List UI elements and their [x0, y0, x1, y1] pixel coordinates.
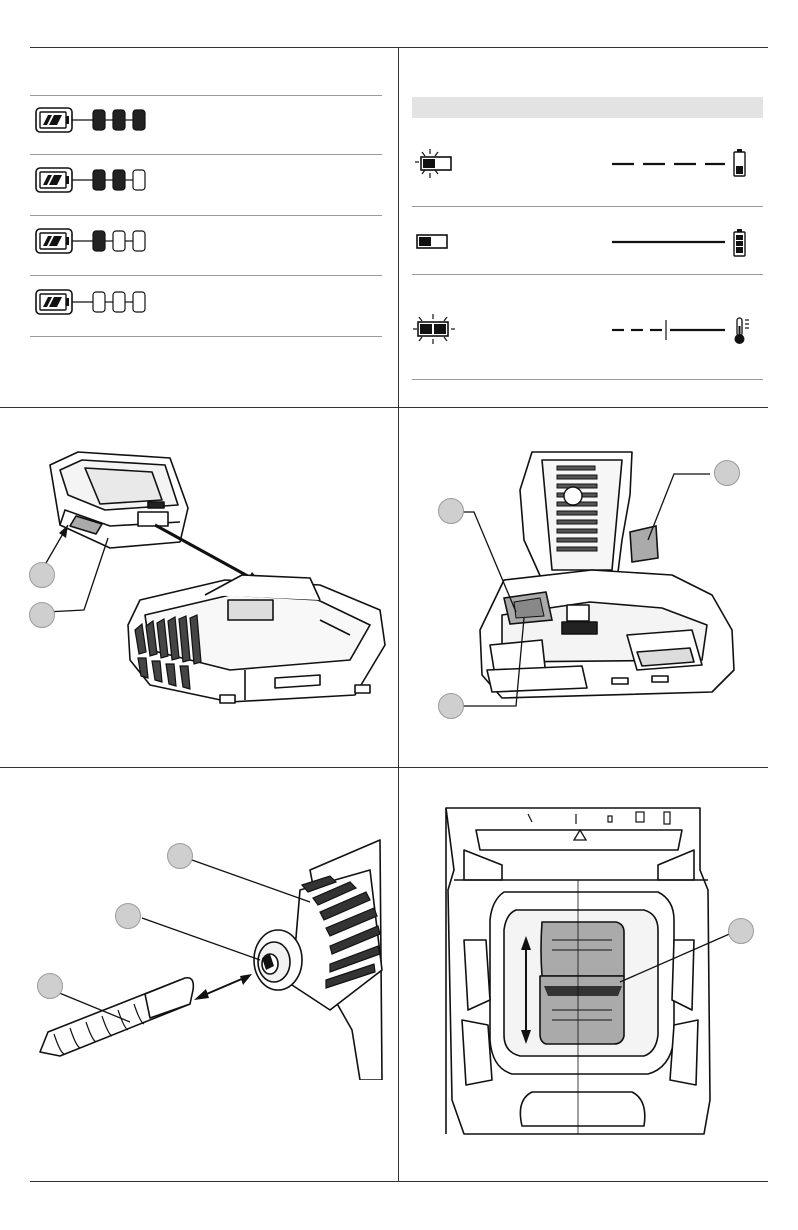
delay-light-pattern-icon [610, 314, 750, 346]
tool-base-illustration [412, 800, 768, 1140]
battery-release-figure [412, 430, 768, 750]
fuel-gauge-row [35, 228, 155, 254]
dashed-light-pattern-icon [610, 148, 750, 180]
belt-clip-figure [412, 800, 768, 1140]
callout-bubble [167, 843, 193, 869]
charging-blinking-icon [414, 146, 456, 180]
bottom-rule [30, 1181, 768, 1182]
table-rule [412, 379, 763, 380]
table-rule [30, 275, 382, 276]
row-divider-1 [0, 407, 768, 408]
table-rule [30, 215, 382, 216]
fuel-gauge-1-bar-icon [35, 228, 155, 254]
callout-bubble [115, 903, 141, 929]
callout-bubble [37, 973, 63, 999]
row-divider-2 [0, 767, 768, 768]
table-rule [412, 206, 763, 207]
charger-indicator-row [412, 146, 763, 186]
fuel-gauge-3-bars-icon [35, 107, 155, 133]
table-rule [412, 274, 763, 275]
table-rule [30, 95, 382, 96]
table-rule [30, 154, 382, 155]
table-header-bar [412, 97, 763, 118]
charger-indicator-row [412, 312, 763, 352]
callout-bubble [728, 918, 754, 944]
charger-indicator-row [412, 228, 763, 262]
callout-bubble [438, 498, 464, 524]
fuel-gauge-row [35, 289, 155, 315]
chuck-bit-figure [30, 830, 386, 1080]
charger-indicator-table [412, 48, 764, 388]
callout-bubble [29, 602, 55, 628]
tool-battery-illustration [412, 430, 762, 740]
fuel-gauge-row [35, 167, 155, 193]
hot-cold-delay-icon [412, 312, 456, 346]
drill-chuck-illustration [30, 830, 386, 1080]
table-rule [30, 336, 382, 337]
battery-charger-figure [20, 430, 400, 750]
fuel-gauge-row [35, 107, 155, 133]
battery-charger-illustration [20, 430, 390, 740]
solid-light-pattern-icon [610, 228, 750, 260]
callout-bubble [714, 460, 740, 486]
fuel-gauge-2-bars-icon [35, 167, 155, 193]
callout-bubble [438, 693, 464, 719]
fuel-gauge-table [30, 48, 382, 348]
callout-bubble [29, 562, 55, 588]
charged-solid-icon [414, 232, 456, 252]
fuel-gauge-0-bars-icon [35, 289, 155, 315]
